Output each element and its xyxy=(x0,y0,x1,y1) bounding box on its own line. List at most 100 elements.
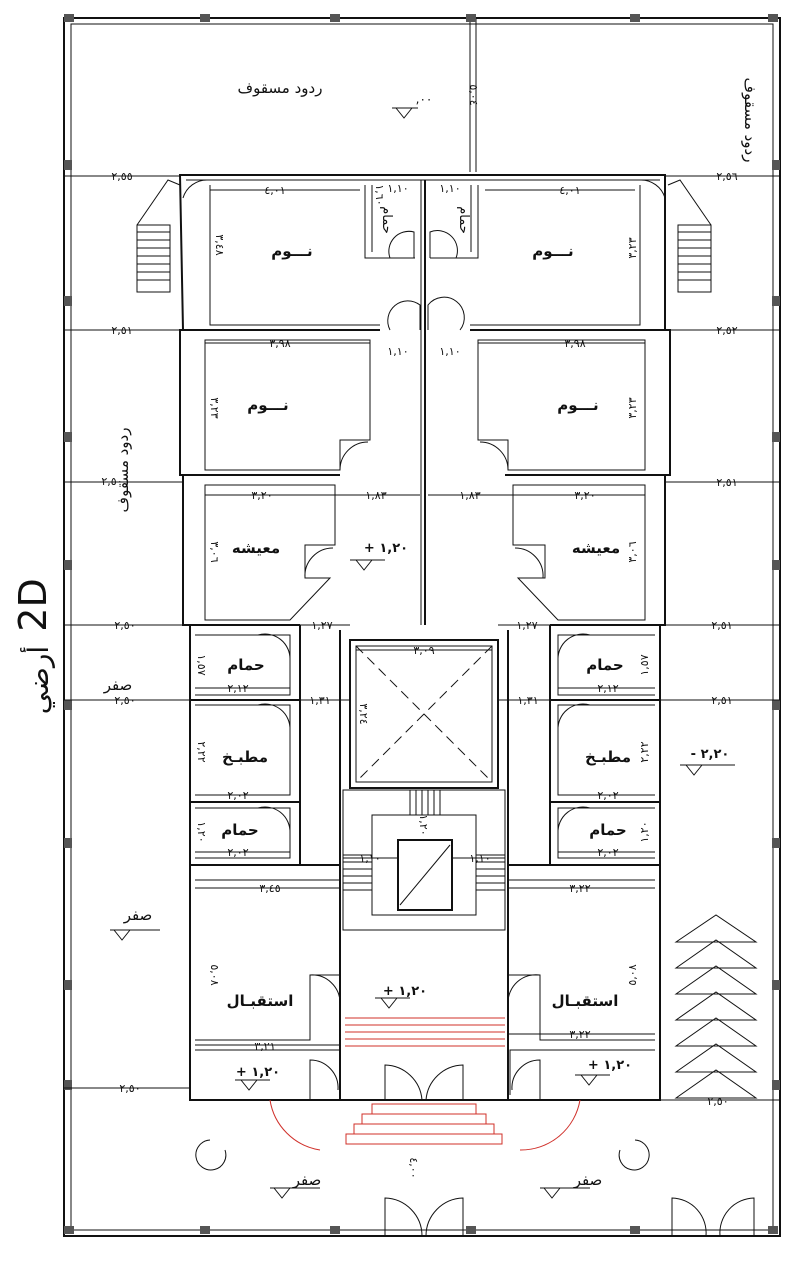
level-top: ,٠٠ xyxy=(416,92,433,106)
dim-text: ٢,٢٢ xyxy=(195,741,208,762)
dim-text: ٢,٠٢ xyxy=(597,789,618,802)
level-zero-left-1: صفر xyxy=(103,676,133,694)
room-bath1-left: حمام xyxy=(227,656,265,674)
dim-text: ١,١٠ xyxy=(387,182,408,195)
dim-text: ١,١٠ xyxy=(439,182,460,195)
room-kitchen-right: مطبـخ xyxy=(585,748,631,766)
floor-title-ground: أرضي xyxy=(19,646,55,714)
boundary-columns xyxy=(64,14,780,1234)
dim-text: ٢,٥١ xyxy=(711,694,732,707)
dim-text: ٣,٠٦ xyxy=(208,541,221,562)
room-bath-top-right: حمام xyxy=(456,206,471,234)
light-well xyxy=(349,639,499,789)
dim-text: ١,١٠ xyxy=(469,852,490,865)
dim-text: ٢,٥٥ xyxy=(111,170,132,183)
dim-text: ١,٨٣ xyxy=(365,489,386,502)
dim-text: ٢,٥٠ xyxy=(119,1082,140,1095)
dim-text: ٣,٢٣ xyxy=(626,237,639,258)
floor-title-2d: 2D xyxy=(11,578,55,631)
dim-text: ٢,٠٢ xyxy=(227,789,248,802)
dimension-lines xyxy=(64,175,780,1101)
dim-text: ١,٢٧ xyxy=(311,619,332,632)
dim-text: ٢,٥١ xyxy=(716,476,737,489)
side-stairs xyxy=(136,179,712,293)
dim-text: ٢,٥٦ xyxy=(716,170,737,183)
room-bedroom-top-right: نـــوم xyxy=(532,242,573,260)
room-reception-left: استقبـال xyxy=(227,992,294,1010)
room-bedroom-mid-left: نـــوم xyxy=(247,396,288,414)
dim-text: ٣,٤٨ xyxy=(213,234,226,255)
dim-text: ٣,٩٨ xyxy=(269,337,290,350)
dim-text: ٢,٥٠ xyxy=(707,1095,728,1108)
dim-text: ٢,١٢ xyxy=(227,682,248,695)
dim-text: ١,٨٣ xyxy=(459,489,480,502)
dim-text: ٣,٢٤ xyxy=(357,703,370,724)
setback-right-label: ردود مسقوف xyxy=(741,78,759,163)
level-zero-bottom-left: صفر xyxy=(292,1171,322,1189)
dim-text: ٣,٢٠ xyxy=(574,489,595,502)
dim-text: ٥,٠٤ xyxy=(467,84,480,105)
dim-text: ٣,٩٨ xyxy=(564,337,585,350)
room-living-left: معيشه xyxy=(232,539,280,557)
dim-text: ٢,٢٢ xyxy=(638,741,651,762)
stair-core xyxy=(342,789,506,931)
dim-text: ٢,٥١ xyxy=(111,324,132,337)
level-markers xyxy=(110,107,735,1199)
dim-text: ٢,٠٢ xyxy=(227,846,248,859)
dim-text: ٢,١٢ xyxy=(597,682,618,695)
level-zero-left-2: صفر xyxy=(123,906,153,924)
dim-text: ٤,٠٠ xyxy=(407,1157,420,1178)
level-stair-center: + ١,٢٠ xyxy=(383,984,427,999)
dim-text: ٢,٥٠ xyxy=(114,619,135,632)
site-boundary xyxy=(63,17,781,1237)
dim-text: ٥,٠٨ xyxy=(208,964,221,985)
dim-text: ٣,٢٣ xyxy=(208,397,221,418)
dim-text: ٣,٢٠ xyxy=(251,489,272,502)
room-bath1-right: حمام xyxy=(586,656,624,674)
tree-symbol xyxy=(674,914,758,1099)
dim-text: ١,٢٠ xyxy=(417,814,430,835)
room-reception-right: استقبـال xyxy=(552,992,619,1010)
level-entry-right: + ١,٢٠ xyxy=(588,1058,632,1073)
dim-text: ٣,٢١ xyxy=(254,1040,275,1053)
setback-top-label: ردود مسقوف xyxy=(238,79,323,97)
dim-text: ٥,٠٨ xyxy=(626,964,639,985)
dim-text: ١,٥٧ xyxy=(195,654,208,675)
dim-text: ١,٣١ xyxy=(517,694,538,707)
entry-steps xyxy=(195,1017,650,1171)
dim-text: ٢,٠٢ xyxy=(597,846,618,859)
room-bedroom-mid-right: نـــوم xyxy=(557,396,598,414)
setback-left-label: ردود مسقوف xyxy=(114,428,132,513)
dim-text: ١,١٠ xyxy=(387,345,408,358)
dim-text: ١,٢٠ xyxy=(195,821,208,842)
dim-text: ٣,٤٥ xyxy=(259,882,280,895)
dim-text: ٣,٠٦ xyxy=(626,541,639,562)
level-minus: - ٢,٢٠ xyxy=(691,747,730,762)
dim-text: ٢,٥٠ xyxy=(114,694,135,707)
building-walls xyxy=(178,174,671,1101)
level-zero-bottom-right: صفر xyxy=(573,1171,603,1189)
dim-text: ٢,٥٢ xyxy=(716,324,737,337)
dim-text: ٣,٢٢ xyxy=(569,882,590,895)
dim-text: ١,٢٧ xyxy=(516,619,537,632)
dim-text: ٢,٥١ xyxy=(711,619,732,632)
room-bath-top-left: حمام xyxy=(379,206,394,234)
doors xyxy=(182,179,755,1237)
dim-text: ١,١٠ xyxy=(359,852,380,865)
room-kitchen-left: مطبـخ xyxy=(222,748,268,766)
room-bath2-left: حمام xyxy=(221,821,259,839)
dim-text: ١,٢٠ xyxy=(638,821,651,842)
level-stair-left: + ١,٢٠ xyxy=(364,541,408,556)
dim-text: ٣,٢٢ xyxy=(569,1028,590,1041)
dim-text: ٤,٠١ xyxy=(264,184,285,197)
dim-text: ٣,٠٩ xyxy=(413,644,434,657)
dim-text: ١,١٠ xyxy=(439,345,460,358)
dim-text: ٢,٥٠ xyxy=(101,475,122,488)
room-bath2-right: حمام xyxy=(589,821,627,839)
dim-text: ٣,٢٣ xyxy=(626,397,639,418)
dim-text: ١,٣١ xyxy=(309,694,330,707)
room-living-right: معيشه xyxy=(572,539,620,557)
dim-text: ١,٦٠ xyxy=(373,184,386,205)
level-entry-left: + ١,٢٠ xyxy=(236,1065,280,1080)
